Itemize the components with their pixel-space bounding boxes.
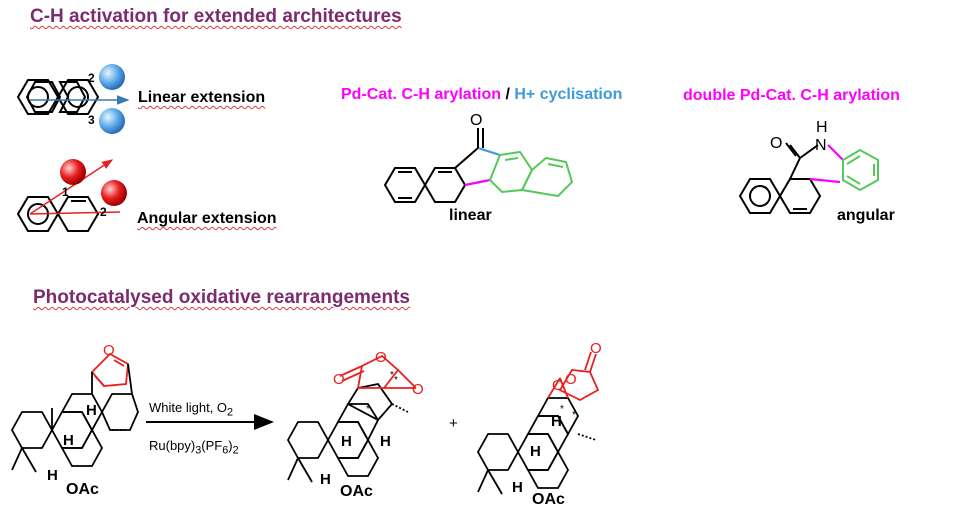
product-2-lactone <box>547 351 600 402</box>
method-title-linear: Pd-Cat. C-H arylation / H+ cyclisation <box>341 86 622 104</box>
starting-material-furan <box>90 352 129 387</box>
p1-epoxide-oxygen: O <box>412 381 424 398</box>
angular-direction-line-2 <box>29 211 121 215</box>
catalyst-sub-1: 3 <box>195 444 202 457</box>
angular-product-oxygen: O <box>770 135 782 152</box>
red-sphere-top <box>60 159 86 185</box>
p2-epoxide-oxygen: O <box>552 377 564 394</box>
catalyst-text-b: (PF <box>201 438 223 453</box>
p1-star-2: * <box>366 404 370 415</box>
linear-position-2: 2 <box>88 71 95 85</box>
p2-ring-oxygen: O <box>565 371 577 388</box>
p2-hydrogen-3: H <box>512 479 523 496</box>
catalyst-sub-3: 2 <box>232 444 239 457</box>
sm-hydrogen-2: H <box>63 432 74 449</box>
reaction-condition-light: White light, O2 <box>149 400 233 419</box>
condition-o2-subscript: 2 <box>227 406 234 419</box>
angular-position-2: 2 <box>100 205 107 219</box>
angular-product <box>738 142 879 214</box>
angular-product-nitrogen: N <box>815 137 827 154</box>
linear-extension-label: Linear extension <box>138 89 266 106</box>
p2-hydrogen-1: H <box>551 413 562 430</box>
p2-star-1: * <box>560 404 564 415</box>
p1-ring-oxygen: O <box>375 349 387 366</box>
slash-text: / <box>501 86 515 103</box>
plus-sign: + <box>449 415 458 432</box>
starting-material <box>10 393 139 473</box>
h-cyclisation-text: H+ cyclisation <box>514 86 623 103</box>
linear-product-oxygen: O <box>470 112 482 129</box>
p2-carbonyl-oxygen: O <box>590 340 602 357</box>
heading-photocatalysed: Photocatalysed oxidative rearrangements <box>33 287 410 308</box>
angular-direction-arrow-1 <box>29 159 114 215</box>
blue-sphere-top <box>99 64 125 90</box>
angular-extension-label: Angular extension <box>137 210 277 227</box>
p1-carbonyl-oxygen: O <box>333 371 345 388</box>
catalyst-text-c: ) <box>228 438 233 453</box>
p1-star-1: * <box>394 375 398 386</box>
product-1-lactone <box>339 354 417 389</box>
angular-position-1: 1 <box>62 185 69 199</box>
p1-star-3: * <box>390 370 394 381</box>
catalyst-text-a: Ru(bpy) <box>149 438 196 453</box>
product-label-angular: angular <box>837 207 895 224</box>
sm-oac: OAc <box>66 481 99 498</box>
product-2 <box>476 397 597 495</box>
p2-star-2: * <box>572 410 576 421</box>
pd-cat-text: Pd-Cat. C-H arylation <box>341 86 502 103</box>
sm-hydrogen-3: H <box>47 467 58 484</box>
p2-hydrogen-2: H <box>530 443 541 460</box>
angular-product-nh-hydrogen: H <box>816 119 828 136</box>
product-label-linear: linear <box>449 207 492 224</box>
linear-naphthalene-rings <box>16 79 100 115</box>
red-sphere-right <box>101 180 127 206</box>
p1-oac: OAc <box>340 483 373 500</box>
catalyst-sub-2: 6 <box>222 444 229 457</box>
product-1 <box>286 383 409 483</box>
linear-position-3: 3 <box>88 113 95 127</box>
p1-hydrogen-3: H <box>320 471 331 488</box>
p2-oac: OAc <box>532 491 565 508</box>
blue-sphere-bottom <box>99 108 125 134</box>
sm-hydrogen-1: H <box>86 402 97 419</box>
furan-oxygen: O <box>103 342 115 359</box>
method-title-angular: double Pd-Cat. C-H arylation <box>683 87 900 104</box>
p1-hydrogen-1: H <box>341 433 352 450</box>
condition-light-text: White light, O <box>149 400 228 415</box>
reaction-condition-catalyst: Ru(bpy)3(PF6)2 <box>149 438 239 457</box>
p1-hydrogen-2: H <box>380 433 391 450</box>
heading-ch-activation: C-H activation for extended architecture… <box>30 6 402 27</box>
linear-product <box>383 128 574 203</box>
